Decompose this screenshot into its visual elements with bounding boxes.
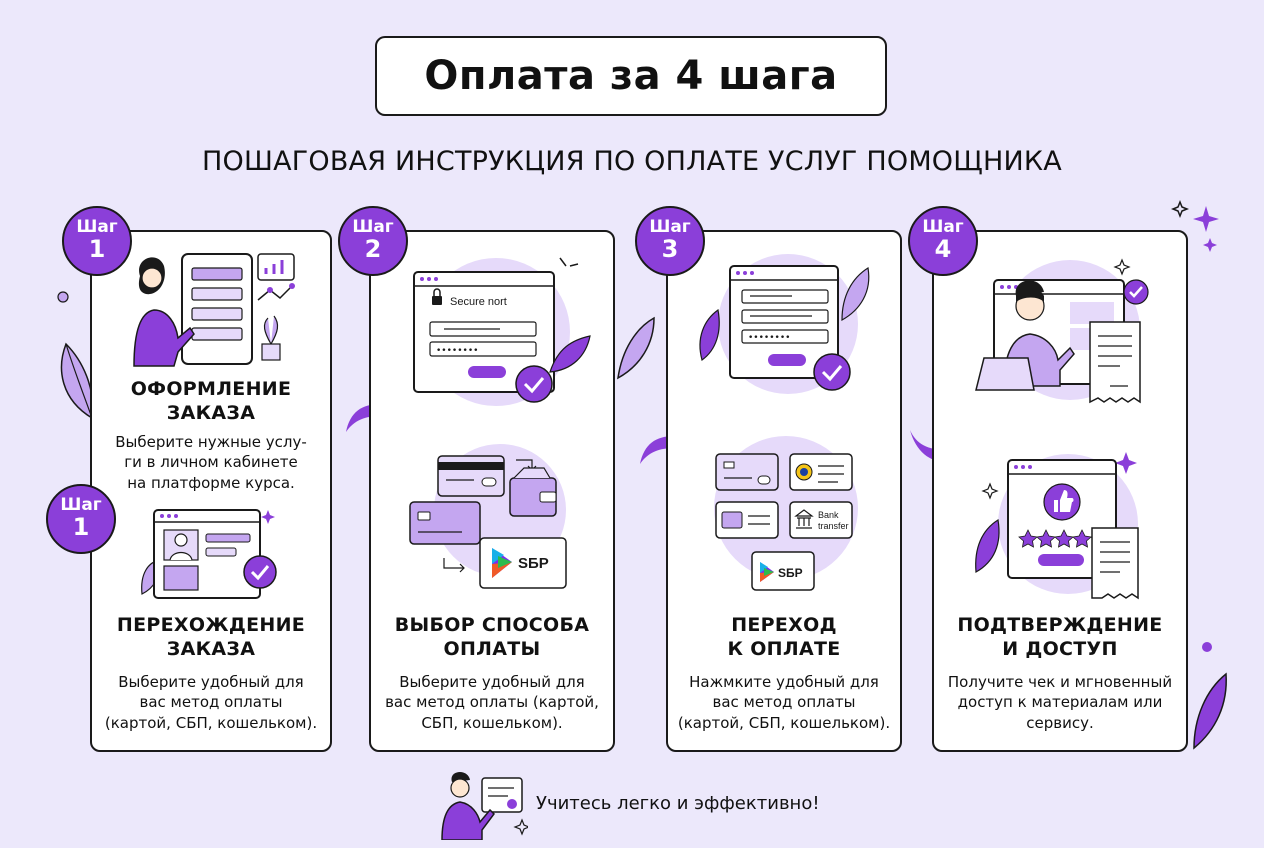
badge-number: 1 — [72, 513, 90, 542]
badge-number: 1 — [88, 235, 106, 264]
step-heading: ВЫБОР СПОСОБА ОПЛАТЫ — [371, 614, 613, 662]
step-badge-3: Шаг 3 — [635, 206, 705, 276]
badge-number: 2 — [364, 235, 382, 264]
heading-line: ПОДТВЕРЖДЕНИЕ — [957, 614, 1163, 636]
step-heading: ПЕРЕХОЖДЕНИЕ ЗАКАЗА — [92, 614, 330, 662]
badge-number: 3 — [661, 235, 679, 264]
desc-line: доступ к материалам или — [957, 693, 1163, 712]
badge-word: Шаг — [352, 217, 394, 238]
heading-line: К ОПЛАТЕ — [727, 637, 841, 660]
step-badge-1b: Шаг 1 — [46, 484, 116, 554]
step-description: Выберите нужные услу- ги в личном кабине… — [92, 432, 330, 493]
sbp-label: SБP — [518, 555, 549, 572]
step-badge-4: Шаг 4 — [908, 206, 978, 276]
step-heading: ПЕРЕХОД К ОПЛАТЕ — [668, 614, 900, 662]
desc-line: Выберите удобный для — [118, 673, 304, 691]
payment-options-illustration: Bank transfer SБP — [714, 436, 858, 591]
page-subtitle: ПОШАГОВАЯ ИНСТРУКЦИЯ ПО ОПЛАТЕ УСЛУГ ПОМ… — [202, 146, 1062, 177]
desc-line: ги в личном кабинете — [124, 453, 298, 472]
bank-transfer-label: Bank — [818, 510, 839, 520]
login-form-illustration: •••••••• — [699, 254, 870, 394]
form-label: Secure nort — [450, 296, 507, 308]
dot-decoration — [57, 291, 69, 303]
desc-line: на платформе курса. — [127, 473, 295, 492]
sparkle-icon — [1170, 199, 1219, 252]
heading-line: ПЕРЕХОД — [731, 614, 837, 636]
step-heading: ПОДТВЕРЖДЕНИЕ И ДОСТУП — [934, 614, 1186, 662]
badge-word: Шаг — [76, 217, 118, 238]
step-description: Выберите удобный для вас метод оплаты (к… — [371, 672, 613, 733]
heading-line: И ДОСТУП — [1002, 637, 1118, 660]
desc-line: вас метод оплаты (картой, — [385, 693, 599, 712]
dot-decoration — [1202, 642, 1212, 652]
desc-line: Выберите удобный для — [399, 673, 585, 691]
heading-line: ЗАКАЗА — [166, 401, 256, 424]
step-badge-2: Шаг 2 — [338, 206, 408, 276]
desc-line: СБП, кошельком). — [421, 713, 563, 732]
profile-window-illustration — [141, 509, 277, 599]
desc-line: Нажмките удобный для — [689, 673, 879, 691]
sbp-label: SБP — [778, 566, 803, 580]
step-heading: ОФОРМЛЕНИЕ ЗАКАЗА — [92, 378, 330, 426]
heading-line: ВЫБОР СПОСОБА — [394, 614, 590, 636]
heading-line: ПЕРЕХОЖДЕНИЕ — [116, 614, 306, 636]
step-badge-1: Шаг 1 — [62, 206, 132, 276]
desc-line: вас метод оплаты — [712, 693, 856, 712]
leaf-decoration — [1193, 672, 1227, 750]
desc-line: Получите чек и мгновенный — [947, 673, 1173, 691]
badge-word: Шаг — [922, 217, 964, 238]
desc-line: вас метод оплаты — [139, 693, 283, 712]
step-description: Выберите удобный для вас метод оплаты (к… — [92, 672, 330, 733]
desc-line: (картой, СБП, кошельком). — [104, 713, 318, 732]
password-mask: •••••••• — [436, 346, 478, 356]
heading-line: ЗАКАЗА — [166, 637, 256, 660]
badge-number: 4 — [934, 235, 952, 264]
bank-transfer-label: transfer — [818, 521, 849, 531]
desc-line: сервису. — [1026, 713, 1094, 732]
footer-slogan: Учитесь легко и эффективно! — [536, 793, 820, 814]
heading-line: ОФОРМЛЕНИЕ — [130, 378, 292, 400]
password-mask: •••••••• — [748, 333, 790, 343]
order-illustration — [133, 253, 295, 367]
payment-methods-illustration: SБP — [409, 444, 567, 589]
badge-word: Шаг — [649, 217, 691, 238]
step-description: Нажмките удобный для вас метод оплаты (к… — [668, 672, 900, 733]
badge-word: Шаг — [60, 495, 102, 516]
student-certificate-illustration — [441, 771, 528, 840]
page-title: Оплата за 4 шага — [375, 36, 887, 116]
step-description: Получите чек и мгновенный доступ к матер… — [934, 672, 1186, 733]
leaf-decoration — [617, 316, 655, 380]
secure-form-illustration: Secure nort •••••••• — [413, 257, 591, 406]
desc-line: (картой, СБП, кошельком). — [677, 713, 891, 732]
desc-line: Выберите нужные услу- — [115, 433, 307, 451]
heading-line: ОПЛАТЫ — [443, 637, 541, 660]
rating-illustration — [975, 452, 1139, 600]
receipt-illustration — [975, 258, 1149, 404]
